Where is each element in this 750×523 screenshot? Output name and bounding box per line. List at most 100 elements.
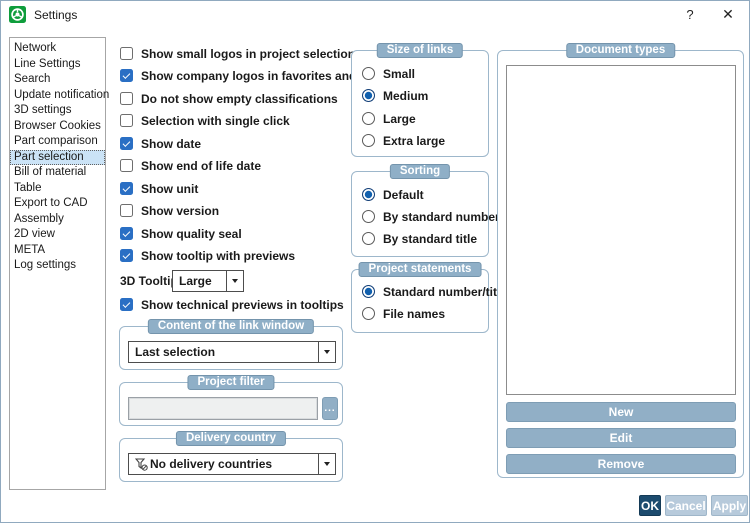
link-window-content-select[interactable]: Last selection (128, 341, 336, 363)
sidebar-item-3d-settings[interactable]: 3D settings (14, 104, 72, 116)
radio-label: Default (383, 187, 424, 202)
new-button[interactable]: New (506, 402, 736, 422)
checkbox-label: Show date (141, 136, 202, 151)
apply-button[interactable]: Apply (711, 495, 748, 516)
ok-button[interactable]: OK (639, 495, 661, 516)
group-size-of-links: Size of links Small Medium Large Extra l… (351, 43, 489, 157)
group-delivery-country: Delivery country No delivery countries (119, 431, 343, 482)
selected-value: Large (179, 274, 212, 288)
radio-icon (362, 307, 375, 320)
sidebar-item-network[interactable]: Network (14, 42, 57, 54)
checkbox-show-small-logos[interactable]: Show small logos in project selection (120, 46, 355, 61)
radio-label: Large (383, 111, 416, 126)
checkbox-label: Show technical previews in tooltips (141, 297, 344, 312)
3d-tooltip-size-select[interactable]: Large (172, 270, 244, 292)
checkbox-icon (120, 114, 133, 127)
checkbox-icon (120, 159, 133, 172)
radio-icon (362, 134, 375, 147)
radio-file-names[interactable]: File names (362, 306, 445, 321)
radio-label: By standard number (383, 209, 500, 224)
sidebar-item-update-notification[interactable]: Update notification (14, 88, 110, 101)
radio-label: Standard number/title (383, 284, 508, 299)
checkbox-icon (120, 92, 133, 105)
checkbox-single-click-selection[interactable]: Selection with single click (120, 113, 290, 128)
radio-size-medium[interactable]: Medium (362, 88, 428, 103)
checkbox-label: Show company logos in favorites and link… (141, 68, 388, 83)
sidebar-item-log-settings[interactable]: Log settings (14, 259, 77, 271)
radio-standard-number-title[interactable]: Standard number/title (362, 284, 507, 299)
group-size-of-links-title: Size of links (376, 43, 464, 58)
3d-tooltip-label: 3D Tooltip: (120, 274, 182, 288)
checkbox-label: Show quality seal (141, 226, 242, 241)
edit-button[interactable]: Edit (506, 428, 736, 448)
sidebar-item-assembly[interactable]: Assembly (14, 212, 64, 225)
close-button[interactable]: ✕ (722, 6, 734, 22)
radio-icon (362, 210, 375, 223)
checkbox-show-version[interactable]: Show version (120, 203, 219, 218)
remove-button[interactable]: Remove (506, 454, 736, 474)
group-document-types-title: Document types (565, 43, 676, 58)
radio-icon (362, 89, 375, 102)
checkbox-show-unit[interactable]: Show unit (120, 181, 198, 196)
radio-size-large[interactable]: Large (362, 111, 416, 126)
sidebar-item-search[interactable]: Search (14, 73, 51, 85)
checkbox-label: Do not show empty classifications (141, 91, 338, 106)
document-types-list[interactable] (506, 65, 736, 395)
sidebar-item-part-comparison[interactable]: Part comparison (14, 135, 98, 147)
checkbox-show-company-logos[interactable]: Show company logos in favorites and link… (120, 68, 387, 83)
checkbox-icon (120, 137, 133, 150)
checkbox-label: Show tooltip with previews (141, 248, 296, 263)
sidebar-item-export-to-cad[interactable]: Export to CAD (14, 197, 88, 209)
radio-size-small[interactable]: Small (362, 66, 415, 81)
group-sorting: Sorting Default By standard number By st… (351, 164, 500, 257)
group-project-statements: Project statements Standard number/title… (351, 262, 507, 333)
group-link-window: Content of the link window Last selectio… (119, 319, 343, 370)
radio-icon (362, 285, 375, 298)
settings-category-list: Network Line Settings Search Update noti… (9, 37, 110, 490)
checkbox-label: Selection with single click (141, 113, 290, 128)
group-document-types: Document types New Edit Remove (497, 43, 744, 478)
chevron-down-icon (318, 454, 335, 474)
help-button[interactable]: ? (686, 7, 694, 22)
chevron-down-icon (318, 342, 335, 362)
sidebar-item-browser-cookies[interactable]: Browser Cookies (14, 119, 101, 132)
radio-icon (362, 112, 375, 125)
radio-sort-default[interactable]: Default (362, 187, 424, 202)
group-delivery-country-title: Delivery country (175, 431, 287, 446)
checkbox-show-date[interactable]: Show date (120, 136, 201, 151)
checkbox-technical-previews[interactable]: Show technical previews in tooltips (120, 297, 344, 312)
checkbox-label: Show version (141, 203, 220, 218)
chevron-down-icon (226, 271, 243, 291)
checkbox-show-tooltip-previews[interactable]: Show tooltip with previews (120, 248, 295, 263)
radio-label: Small (383, 66, 416, 81)
delivery-country-select[interactable]: No delivery countries (128, 453, 336, 475)
sidebar-item-bill-of-material[interactable]: Bill of material (14, 166, 87, 178)
sidebar-item-meta[interactable]: META (14, 243, 46, 256)
radio-sort-standard-number[interactable]: By standard number (362, 209, 500, 224)
checkbox-icon (120, 204, 133, 217)
checkbox-icon (120, 249, 133, 262)
radio-icon (362, 232, 375, 245)
radio-size-extra-large[interactable]: Extra large (362, 133, 445, 148)
checkbox-icon (120, 69, 133, 82)
no-filter-icon (135, 457, 148, 471)
sidebar-item-2d-view[interactable]: 2D view (14, 228, 55, 240)
checkbox-icon (120, 298, 133, 311)
checkbox-hide-empty-classifications[interactable]: Do not show empty classifications (120, 91, 338, 106)
delivery-country-value: No delivery countries (150, 457, 273, 471)
group-project-filter-title: Project filter (187, 375, 275, 390)
project-filter-browse-button[interactable]: ... (322, 397, 338, 420)
radio-icon (362, 188, 375, 201)
sidebar-item-part-selection[interactable]: Part selection (10, 149, 105, 165)
app-logo-icon (9, 6, 26, 23)
group-sorting-title: Sorting (389, 164, 451, 179)
cancel-button[interactable]: Cancel (665, 495, 707, 516)
radio-sort-standard-title[interactable]: By standard title (362, 231, 477, 246)
checkbox-show-quality-seal[interactable]: Show quality seal (120, 226, 242, 241)
checkbox-show-end-of-life-date[interactable]: Show end of life date (120, 158, 261, 173)
selected-value: No delivery countries (129, 454, 318, 474)
sidebar-item-table[interactable]: Table (14, 181, 42, 194)
sidebar-item-line-settings[interactable]: Line Settings (14, 57, 81, 70)
radio-label: Medium (383, 88, 429, 103)
